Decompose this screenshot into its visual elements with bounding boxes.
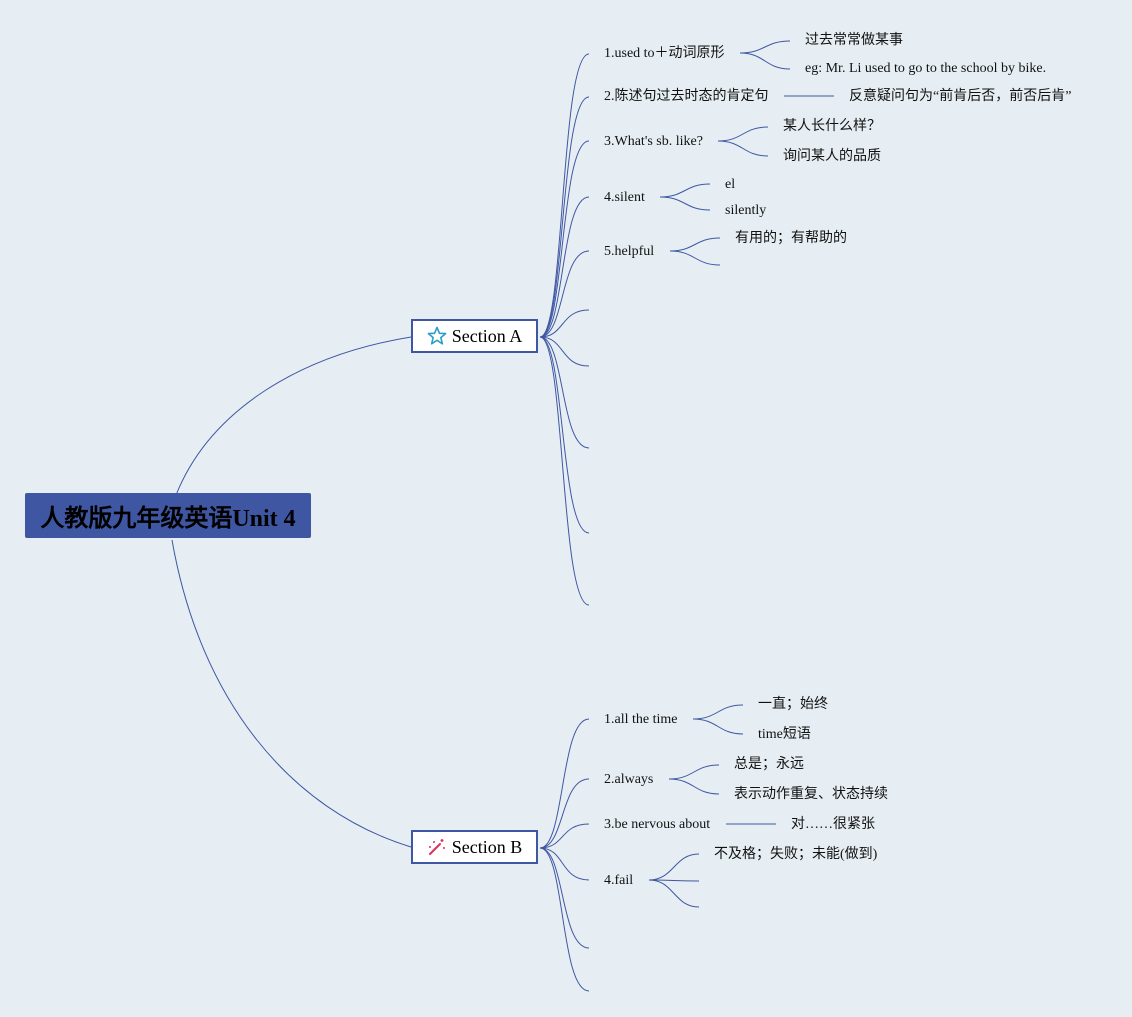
section-b-item-4[interactable]: 4.fail [604,873,634,888]
section-b-item-2[interactable]: 2.always [604,772,654,787]
section-a-branch-4 [539,196,590,338]
section-a-branch-3 [539,140,590,338]
section-a-item-4-detail-1[interactable]: el [725,177,736,192]
section-a-item-4[interactable]: 4.silent [604,190,645,205]
section-a-item-1-detail-1[interactable]: 过去常常做某事 [805,33,903,48]
section-a-branch-8 [539,336,590,449]
magic-wand-icon [427,837,447,857]
section-a-item-1[interactable]: 1.used to＋动词原形 [604,46,725,61]
section-a-branch-9 [539,336,590,534]
b4-detail-1 [648,853,700,881]
section-b-title: Section B [451,836,523,857]
root-topic[interactable]: 人教版九年级英语Unit 4 [25,493,311,538]
section-a-item-3-detail-2[interactable]: 询问某人的品质 [783,149,881,164]
section-b-node[interactable]: Section B [411,830,538,864]
section-b-item-1-detail-2[interactable]: time短语 [758,727,811,742]
a5-detail-1 [669,237,721,252]
section-a-branch-10 [539,336,590,606]
a4-detail-2 [659,196,711,211]
section-b-item-3[interactable]: 3.be nervous about [604,817,711,832]
b2-detail-2 [668,778,720,795]
root-to-section-b-line [171,539,412,848]
b1-detail-2 [692,718,744,735]
b2-detail-1 [668,764,720,780]
section-a-item-2[interactable]: 2.陈述句过去时态的肯定句 [604,89,769,104]
section-b-branch-2 [539,778,590,849]
a1-detail-2 [739,52,791,70]
section-b-item-4-detail-1[interactable]: 不及格；失败；未能(做到) [714,847,878,862]
section-b-item-3-detail-1[interactable]: 对……很紧张 [791,817,875,832]
section-b-branch-6 [539,847,590,992]
section-a-item-3[interactable]: 3.What's sb. like? [604,134,703,149]
section-a-title: Section A [451,325,523,346]
section-a-item-3-detail-1[interactable]: 某人长什么样？ [783,119,881,134]
section-b-item-2-detail-2[interactable]: 表示动作重复、状态持续 [734,787,888,802]
a3-detail-1 [717,126,769,142]
section-a-item-4-detail-2[interactable]: silently [725,203,767,218]
a1-detail-1 [739,40,791,54]
star-icon [427,326,447,346]
b4-detail-3 [648,879,700,908]
section-b-branch-5 [539,847,590,949]
section-a-branch-7 [539,336,590,367]
section-a-item-5-detail-1[interactable]: 有用的；有帮助的 [735,231,847,246]
b1-detail-1 [692,704,744,720]
section-a-node[interactable]: Section A [411,319,538,353]
section-b-branch-4 [539,847,590,881]
section-a-branch-2 [539,96,590,338]
a5-detail-2 [669,250,721,266]
section-b-item-2-detail-1[interactable]: 总是；永远 [734,757,804,772]
section-b-item-1-detail-1[interactable]: 一直；始终 [758,697,828,712]
section-a-branch-6 [539,309,590,338]
section-a-branch-1 [539,53,590,338]
section-b-branch-3 [539,823,590,849]
section-b-branch-1 [539,718,590,849]
section-a-item-2-detail-1[interactable]: 反意疑问句为“前肯后否，前否后肯” [849,89,1072,104]
a3-detail-2 [717,140,769,157]
section-a-item-5[interactable]: 5.helpful [604,244,655,259]
a4-detail-1 [659,183,711,198]
section-a-branch-5 [539,250,590,338]
section-a-item-1-detail-2[interactable]: eg: Mr. Li used to go to the school by b… [805,61,1047,76]
root-title: 人教版九年级英语Unit 4 [40,506,296,532]
section-b-item-1[interactable]: 1.all the time [604,712,678,727]
root-to-section-a-line [175,336,412,496]
